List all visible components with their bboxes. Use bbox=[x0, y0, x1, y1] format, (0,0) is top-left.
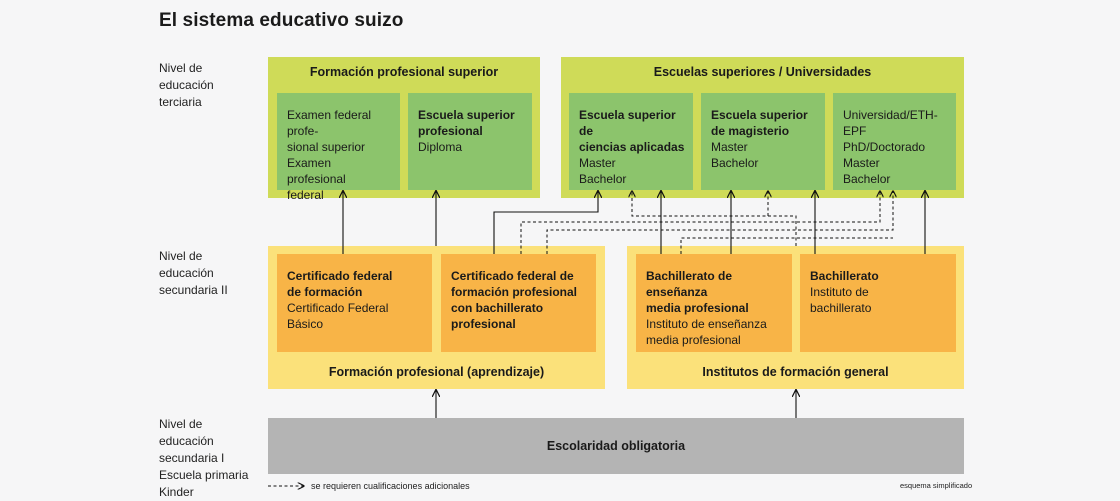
box-line: Certificado Federal Básico bbox=[287, 301, 389, 331]
box-title: profesional bbox=[418, 124, 483, 138]
box-line: sional superior bbox=[287, 140, 366, 154]
compulsory-schooling-bar: Escolaridad obligatoria bbox=[268, 418, 964, 474]
box-title: Bachillerato de enseñanza bbox=[646, 269, 733, 299]
box-title: Escuela superior bbox=[711, 108, 808, 122]
level-label-secondary-1: Nivel de educación secundaria I Escuela … bbox=[159, 416, 248, 501]
box-line: Examen federal profe- bbox=[287, 108, 372, 138]
box-line: Universidad/ETH-EPF bbox=[843, 108, 938, 138]
box-line: Master bbox=[843, 156, 880, 170]
box-line: Bachelor bbox=[711, 156, 759, 170]
level-line: Nivel de bbox=[159, 61, 203, 75]
box-title: con bachillerato bbox=[451, 301, 544, 315]
box-title: de formación bbox=[287, 285, 363, 299]
federal-certificate-baccalaureate-box: Certificado federal de formación profesi… bbox=[441, 254, 596, 352]
level-line: secundaria II bbox=[159, 283, 228, 297]
level-line: terciaria bbox=[159, 95, 202, 109]
dashed-bacc-to-university bbox=[520, 191, 880, 254]
level-line: educación bbox=[159, 266, 214, 280]
box-line: Diploma bbox=[418, 140, 463, 154]
level-line: Kinder bbox=[159, 485, 194, 499]
higher-vocational-school-box: Escuela superior profesional Diploma bbox=[408, 93, 532, 190]
box-line: Instituto de bbox=[810, 285, 869, 299]
box-line: Bachelor bbox=[843, 172, 891, 186]
box-title: formación profesional bbox=[451, 285, 578, 299]
box-line: federal bbox=[287, 188, 324, 202]
simplified-note: esquema simplificado bbox=[900, 481, 973, 490]
level-label-secondary-2: Nivel de educación secundaria II bbox=[159, 248, 228, 299]
box-line: PhD/Doctorado bbox=[843, 140, 926, 154]
box-title: media profesional bbox=[646, 301, 749, 315]
specialised-baccalaureate-box: Bachillerato de enseñanza media profesio… bbox=[636, 254, 792, 352]
level-line: educación bbox=[159, 434, 214, 448]
level-line: Nivel de bbox=[159, 417, 203, 431]
exam-federal-box: Examen federal profe- sional superior Ex… bbox=[277, 93, 400, 202]
page-title: El sistema educativo suizo bbox=[159, 10, 404, 31]
legend-label: se requieren cualificaciones adicionales bbox=[311, 481, 470, 491]
level-line: Nivel de bbox=[159, 249, 203, 263]
box-title: Certificado federal bbox=[287, 269, 393, 283]
federal-certificate-box: Certificado federal de formación Certifi… bbox=[277, 254, 432, 352]
box-line: bachillerato bbox=[810, 301, 872, 315]
baccalaureate-box: Bachillerato Instituto de bachillerato bbox=[800, 254, 956, 352]
tertiary-universities-header: Escuelas superiores / Universidades bbox=[653, 65, 872, 79]
box-title: Bachillerato bbox=[810, 269, 879, 283]
compulsory-schooling-label: Escolaridad obligatoria bbox=[546, 439, 686, 453]
box-title: Escuela superior de bbox=[579, 108, 676, 138]
tertiary-vocational-header: Formación profesional superior bbox=[309, 65, 499, 79]
box-title: Escuela superior bbox=[418, 108, 515, 122]
teacher-education-box: Escuela superior de magisterio Master Ba… bbox=[701, 93, 825, 190]
box-title: de magisterio bbox=[711, 124, 790, 138]
box-title: profesional bbox=[451, 317, 516, 331]
secondary-vocational-footer: Formación profesional (aprendizaje) bbox=[328, 365, 545, 379]
box-title: ciencias aplicadas bbox=[579, 140, 685, 154]
box-line: Master bbox=[711, 140, 748, 154]
box-line: media profesional bbox=[646, 333, 741, 347]
arrow-bacc-to-applied bbox=[493, 191, 598, 254]
applied-sciences-box: Escuela superior de ciencias aplicadas M… bbox=[569, 93, 693, 190]
university-box: Universidad/ETH-EPF PhD/Doctorado Master… bbox=[833, 93, 956, 190]
level-line: educación bbox=[159, 78, 214, 92]
box-line: Bachelor bbox=[579, 172, 627, 186]
level-line: Escuela primaria bbox=[159, 468, 249, 482]
box-title: Certificado federal de bbox=[451, 269, 574, 283]
level-line: secundaria I bbox=[159, 451, 225, 465]
box-line: Master bbox=[579, 156, 616, 170]
level-label-tertiary: Nivel de educación terciaria bbox=[159, 60, 214, 111]
dashed-bacc-to-university-2 bbox=[546, 191, 893, 254]
box-line: Examen profesional bbox=[287, 156, 346, 186]
secondary-general-footer: Institutos de formación general bbox=[702, 365, 889, 379]
dashed-general-to-applied bbox=[632, 191, 797, 246]
box-line: Instituto de enseñanza bbox=[646, 317, 767, 331]
dashed-specialised-to-university bbox=[680, 237, 893, 254]
